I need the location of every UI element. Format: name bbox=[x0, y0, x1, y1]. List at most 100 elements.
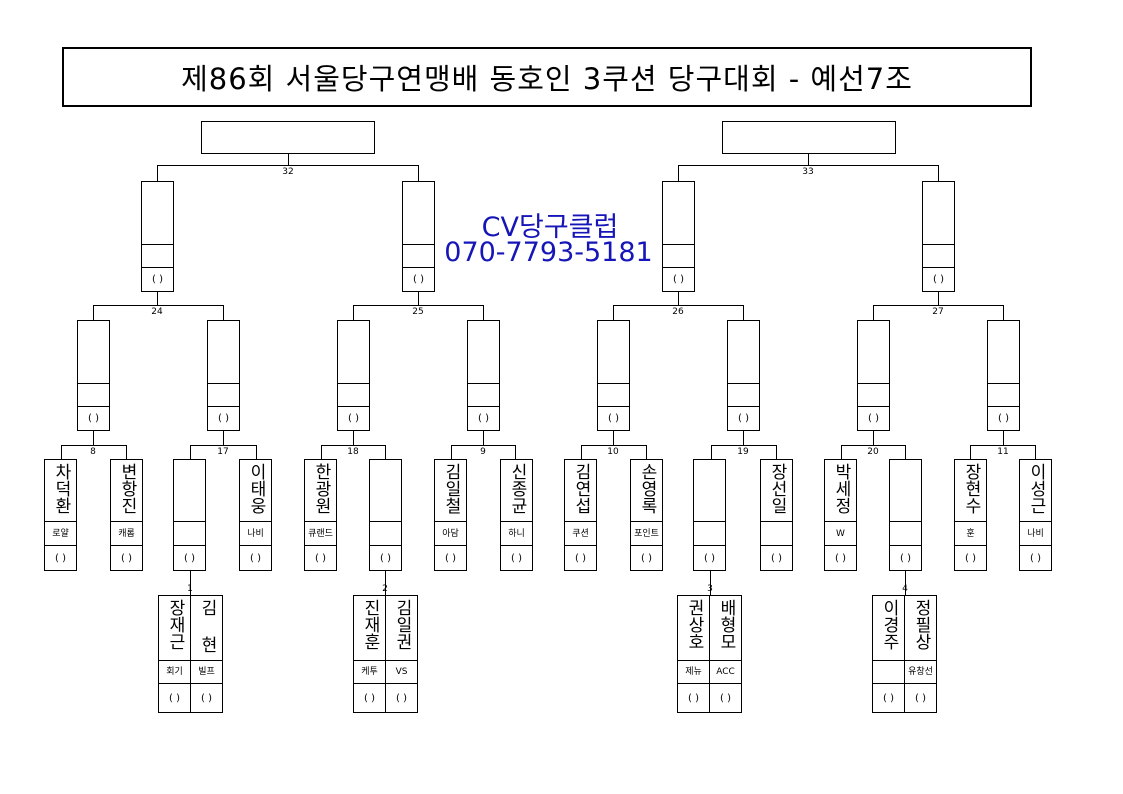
player-club: 유창선 bbox=[908, 667, 933, 677]
bracket-line bbox=[841, 445, 842, 459]
slot-divider bbox=[191, 683, 222, 684]
player-name: 김일철 bbox=[435, 460, 466, 524]
player-club bbox=[174, 522, 205, 545]
slot-divider bbox=[694, 545, 725, 546]
slot-divider bbox=[45, 545, 76, 546]
slot-divider bbox=[923, 244, 954, 245]
bracket-line bbox=[905, 445, 906, 459]
player-club: 케투 bbox=[361, 667, 378, 677]
winner-slot: ( ) bbox=[207, 320, 240, 431]
slot-divider bbox=[159, 683, 190, 684]
score-cell: ( ) bbox=[1030, 552, 1041, 564]
player-name-text: 장현수 bbox=[961, 463, 981, 514]
player-name: 정필상 bbox=[905, 596, 936, 663]
player-club bbox=[890, 522, 921, 545]
player-name: 장선일 bbox=[761, 460, 792, 524]
slot-divider bbox=[501, 545, 532, 546]
player-name-text: 장선일 bbox=[767, 463, 787, 514]
match-number: 1 bbox=[187, 584, 193, 594]
bracket-line bbox=[873, 431, 874, 445]
winner-slot: ( ) bbox=[857, 320, 890, 431]
slot-divider bbox=[142, 244, 173, 245]
match-number: 25 bbox=[412, 307, 424, 317]
bracket-line bbox=[353, 431, 354, 445]
bracket-line bbox=[451, 445, 516, 446]
slot-divider bbox=[45, 521, 76, 522]
match-number: 9 bbox=[480, 447, 486, 457]
score-cell: ( ) bbox=[704, 552, 715, 564]
slot-divider bbox=[435, 521, 466, 522]
match-number: 2 bbox=[382, 584, 388, 594]
score-cell: ( ) bbox=[608, 413, 619, 424]
bracket-line bbox=[61, 445, 127, 446]
bracket-line bbox=[157, 165, 419, 166]
score-cell: ( ) bbox=[396, 692, 407, 704]
slot-divider bbox=[663, 267, 694, 268]
empty-player-slot: ( ) bbox=[693, 459, 726, 571]
slot-divider bbox=[338, 406, 369, 407]
bracket-line bbox=[710, 571, 711, 595]
slot-divider bbox=[305, 545, 336, 546]
bracket-line bbox=[873, 305, 1004, 306]
bracket-line bbox=[711, 445, 712, 459]
player-name-text: 김일철 bbox=[441, 463, 461, 514]
player-name-text: 이태웅 bbox=[246, 463, 266, 514]
slot-divider bbox=[728, 406, 759, 407]
slot-divider bbox=[873, 683, 904, 684]
player-club: 나비 bbox=[247, 528, 264, 539]
title-box: 제86회 서울당구연맹배 동호인 3쿠션 당구대회 - 예선7조 bbox=[62, 47, 1032, 107]
match-number: 32 bbox=[282, 167, 294, 177]
score-cell: ( ) bbox=[575, 552, 586, 564]
match-number: 10 bbox=[607, 447, 619, 457]
slot-divider bbox=[890, 545, 921, 546]
match-number: 11 bbox=[997, 447, 1009, 457]
slot-divider bbox=[386, 660, 417, 661]
slot-divider bbox=[208, 383, 239, 384]
player-name: 이경주 bbox=[873, 596, 904, 663]
winner-slot: ( ) bbox=[402, 181, 435, 292]
slot-divider bbox=[923, 267, 954, 268]
player-club: 회기 bbox=[166, 667, 183, 677]
score-cell: ( ) bbox=[641, 552, 652, 564]
slot-divider bbox=[468, 406, 499, 407]
player-name-text: 김일권 bbox=[392, 599, 412, 650]
player-name: 한광원 bbox=[305, 460, 336, 524]
bracket-line bbox=[613, 431, 614, 445]
score-cell: ( ) bbox=[720, 692, 731, 704]
bracket-line bbox=[256, 445, 257, 459]
winner-slot: ( ) bbox=[987, 320, 1020, 431]
winner-slot: ( ) bbox=[77, 320, 110, 431]
player-club: VS bbox=[395, 667, 408, 677]
bracket-line bbox=[841, 445, 906, 446]
player-name: 김연섭 bbox=[565, 460, 596, 524]
slot-divider bbox=[174, 545, 205, 546]
slot-divider bbox=[78, 406, 109, 407]
bracket-line bbox=[613, 305, 614, 320]
slot-divider bbox=[663, 244, 694, 245]
slot-divider bbox=[240, 545, 271, 546]
score-cell: ( ) bbox=[218, 413, 229, 424]
slot-divider bbox=[858, 406, 889, 407]
player-club: 빌프 bbox=[198, 667, 215, 677]
slot-divider bbox=[598, 406, 629, 407]
player-club: 포인트 bbox=[634, 528, 659, 539]
score-cell: ( ) bbox=[688, 692, 699, 704]
match-number: 33 bbox=[802, 167, 814, 177]
winner-slot: ( ) bbox=[727, 320, 760, 431]
bracket-line bbox=[418, 165, 419, 181]
winner-slot: ( ) bbox=[597, 320, 630, 431]
match-number: 18 bbox=[347, 447, 359, 457]
player-club: 쿠션 bbox=[572, 528, 589, 539]
bracket-line bbox=[321, 445, 322, 459]
slot-divider bbox=[678, 660, 709, 661]
player-club: 아담 bbox=[442, 528, 459, 539]
player-club: 훈 bbox=[966, 528, 975, 539]
final-winner-box bbox=[722, 121, 896, 154]
score-cell: ( ) bbox=[478, 413, 489, 424]
score-cell: ( ) bbox=[88, 413, 99, 424]
match-number: 24 bbox=[151, 307, 163, 317]
